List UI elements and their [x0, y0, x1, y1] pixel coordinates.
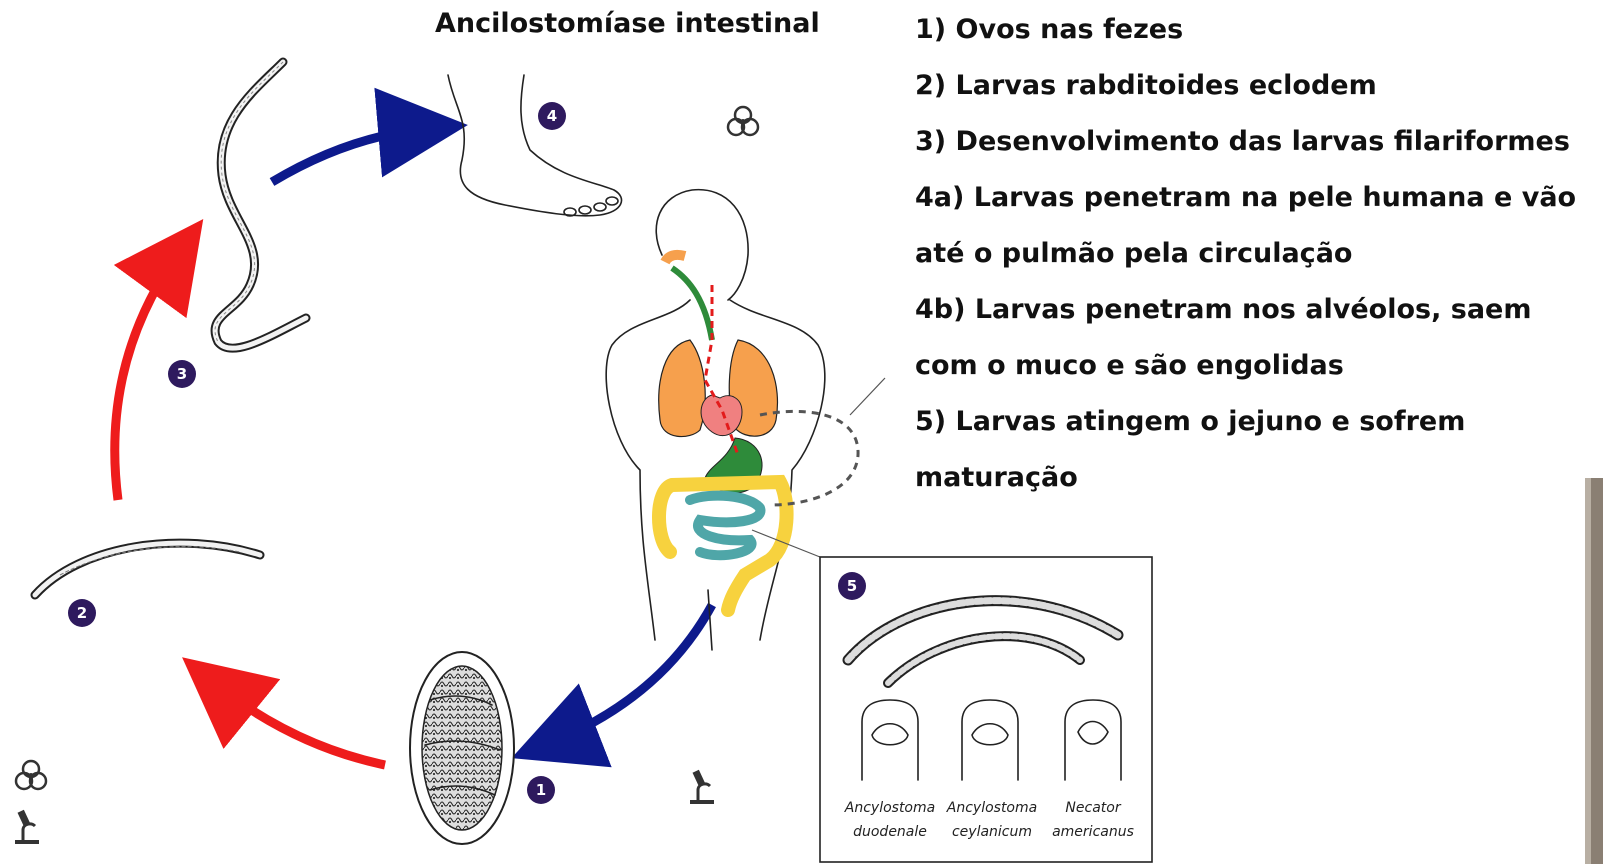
photo-fragment [1585, 478, 1603, 864]
svg-text:3: 3 [177, 365, 187, 383]
svg-text:5: 5 [847, 577, 857, 595]
legend-line: 3) Desenvolvimento das larvas filariform… [915, 126, 1570, 157]
species-genus: Ancylostoma [844, 800, 935, 816]
species-genus: Necator [1065, 800, 1121, 816]
legend-line: 4b) Larvas penetram nos alvéolos, saem [915, 294, 1531, 325]
heart [701, 395, 742, 436]
microscope-icon [15, 810, 39, 844]
adult-worm-inset: Ancylostoma duodenale Ancylostoma ceylan… [820, 557, 1152, 862]
stage-badge-1: 1 [527, 776, 555, 804]
species-epithet: americanus [1052, 824, 1134, 840]
species-genus: Ancylostoma [946, 800, 1037, 816]
svg-text:2: 2 [77, 604, 87, 622]
svg-text:1: 1 [536, 781, 546, 799]
biohazard-icon [16, 761, 46, 789]
legend: 1) Ovos nas fezes 2) Larvas rabditoides … [915, 14, 1576, 493]
svg-text:4: 4 [547, 107, 557, 125]
legend-line: 5) Larvas atingem o jejuno e sofrem [915, 406, 1465, 437]
species-epithet: ceylanicum [952, 824, 1032, 840]
small-intestine [690, 496, 760, 556]
legend-line: maturação [915, 462, 1078, 493]
human-foot [448, 75, 622, 216]
stage-badge-3: 3 [168, 360, 196, 388]
arrow-body-to-egg [545, 605, 712, 745]
lung-left [659, 340, 705, 437]
microscope-icon [690, 770, 714, 804]
legend-line: com o muco e são engolidas [915, 350, 1344, 381]
stage-badge-4: 4 [538, 102, 566, 130]
stage-badge-2: 2 [68, 599, 96, 627]
cycle-arrows [115, 128, 712, 765]
diagram-title: Ancilostomíase intestinal [435, 8, 820, 39]
species-epithet: duodenale [853, 824, 927, 840]
stage-badge-5: 5 [838, 572, 866, 600]
human-body [606, 190, 825, 650]
large-intestine [659, 482, 787, 610]
arrow-egg-to-rhabditiform [210, 680, 385, 765]
legend-line: até o pulmão pela circulação [915, 238, 1352, 269]
rhabditiform-larva [35, 543, 260, 595]
filariform-larva [215, 62, 306, 348]
legend-line: 4a) Larvas penetram na pele humana e vão [915, 182, 1576, 213]
biohazard-icon [728, 107, 758, 135]
arrow-larva-to-foot [272, 128, 432, 182]
hookworm-egg [410, 652, 514, 844]
legend-line: 1) Ovos nas fezes [915, 14, 1183, 45]
legend-line: 2) Larvas rabditoides eclodem [915, 70, 1377, 101]
